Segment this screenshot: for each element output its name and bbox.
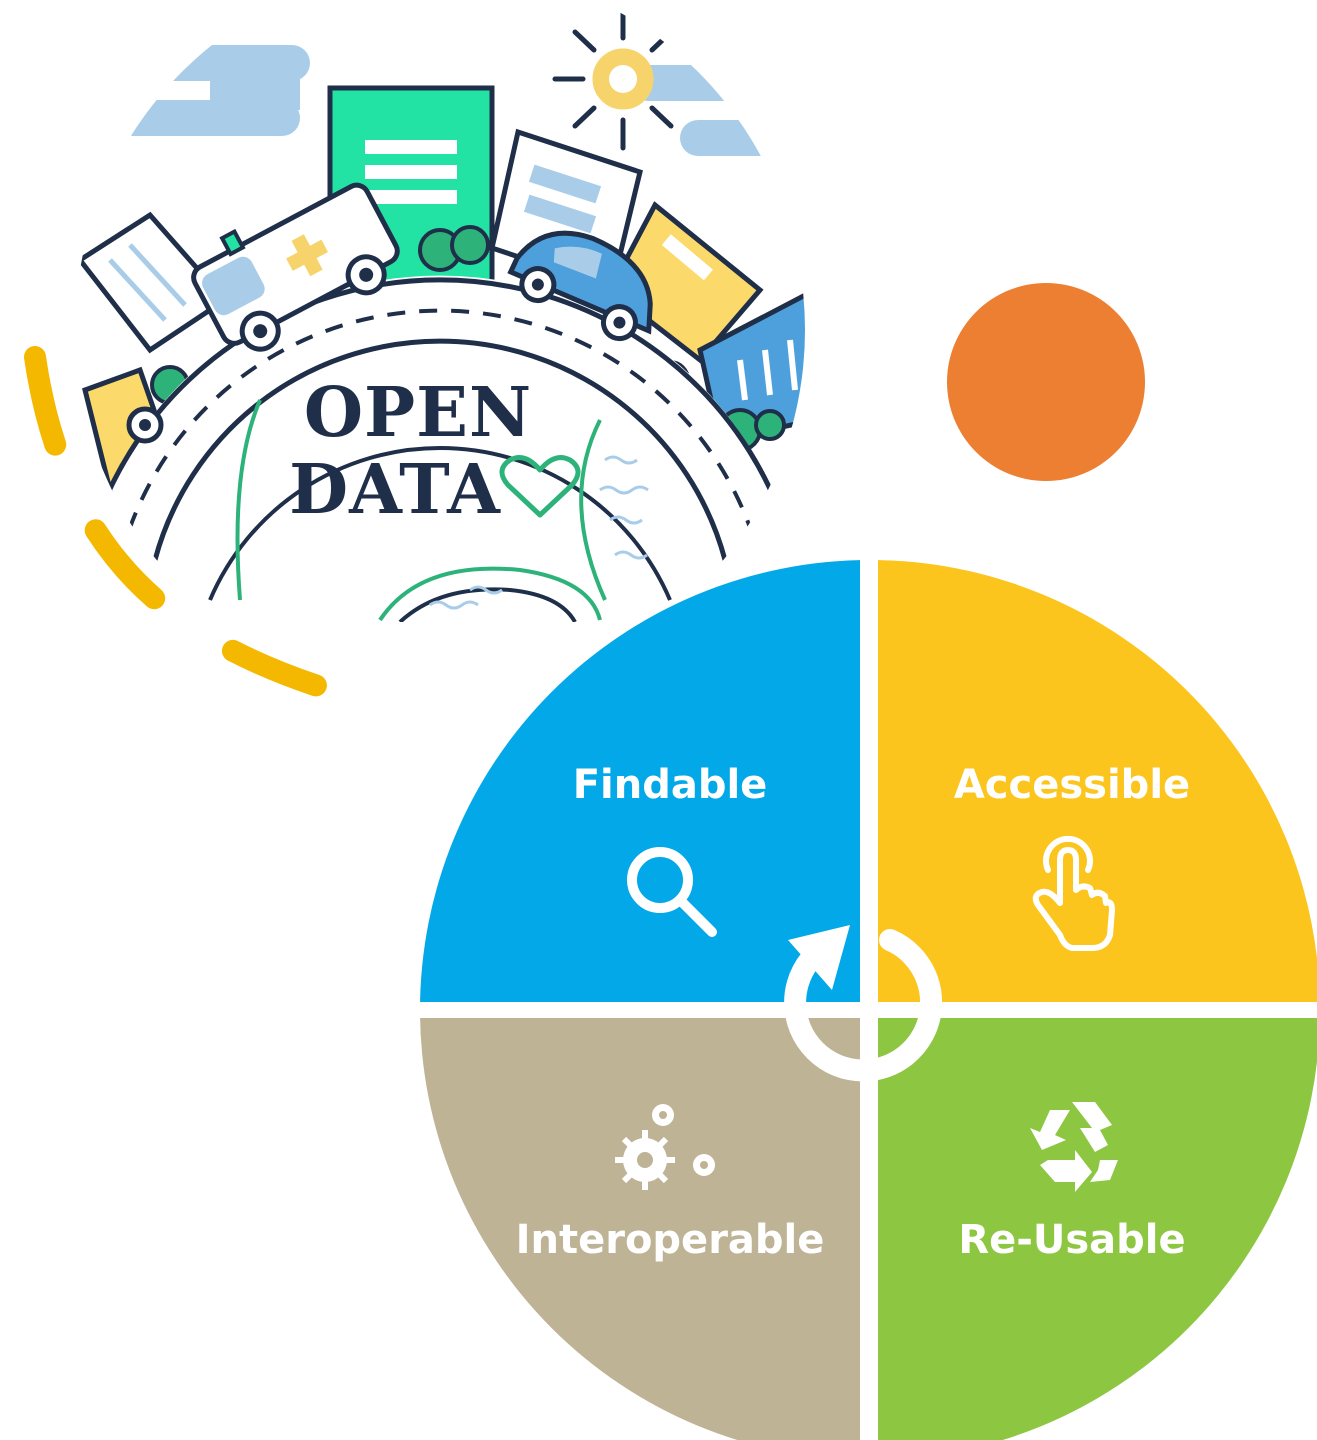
- cloud-left: [115, 45, 310, 136]
- cloud-right: [630, 65, 805, 156]
- open-data-title-line1: OPEN: [304, 373, 532, 453]
- open-data-title-line2: DATA: [289, 450, 501, 530]
- open-data-illustration: OPEN DATA: [76, 7, 805, 622]
- reusable-label: Re-Usable: [958, 1217, 1185, 1263]
- recycle-icon: [1030, 1102, 1118, 1192]
- interoperable-label: Interoperable: [516, 1217, 825, 1263]
- ambulance-icon: [191, 182, 400, 352]
- bushes: [150, 225, 786, 452]
- sun-icon: [552, 7, 674, 151]
- water-waves: [429, 455, 649, 610]
- car-icon: [507, 230, 653, 342]
- cycle-arrowhead: [788, 925, 850, 990]
- dashed-arc-decoration: [24, 346, 341, 701]
- vertical-divider: [860, 560, 878, 1440]
- hill-lines: [208, 399, 672, 622]
- findable-label: Findable: [573, 762, 768, 808]
- cycle-arrow-icon: [784, 929, 943, 1082]
- orange-dot-decoration: [947, 283, 1145, 481]
- magnifier-icon: [627, 847, 717, 937]
- accessible-label: Accessible: [954, 762, 1190, 808]
- gears-icon: [615, 1104, 715, 1190]
- fair-principles-diagram: Findable Accessible Int: [410, 560, 1317, 1440]
- wheel-left: [126, 406, 164, 444]
- horizontal-divider: [410, 1002, 1317, 1018]
- road: [82, 275, 798, 569]
- hand-pointer-icon: [1032, 835, 1115, 951]
- heart-icon: [499, 455, 581, 518]
